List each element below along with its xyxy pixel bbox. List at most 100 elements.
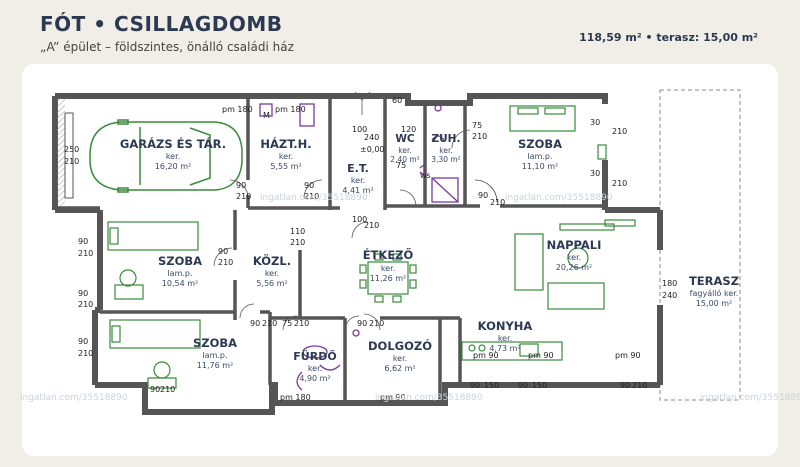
garage-door	[64, 112, 74, 199]
dim-label: 240	[364, 133, 379, 142]
area-summary: 118,59 m² • terasz: 15,00 m²	[579, 31, 758, 44]
room-floor-shower: ker.	[439, 146, 452, 155]
dim-label: 90	[218, 247, 228, 256]
room-area-garage: 16,20 m²	[155, 162, 191, 171]
room-label-hall: KÖZL.	[253, 253, 291, 268]
room-floor-terrace: fagyálló ker.	[690, 288, 739, 298]
terrace-outline	[659, 89, 741, 401]
dim-label: 90	[78, 289, 88, 298]
dim-label: 90	[78, 337, 88, 346]
dim-label: 75	[472, 121, 482, 130]
dim-label: 240	[662, 291, 677, 300]
dim-label: 90	[236, 181, 246, 190]
room-label-utility: HÁZT.H.	[260, 136, 311, 151]
room-label-terrace: TERASZ	[689, 274, 739, 288]
dim-label: 210	[64, 157, 79, 166]
dim-label: 60	[392, 96, 402, 105]
dim-label: 30	[590, 169, 600, 178]
room-label-entry: E.T.	[347, 162, 369, 175]
dim-label: 210	[78, 349, 93, 358]
bed-icon-sw	[109, 319, 201, 389]
watermark: ingatlan.com/35518890	[260, 193, 368, 203]
dim-label: pm 90	[473, 351, 499, 360]
room-floor-entry: ker.	[351, 176, 365, 185]
room-label-bedroom-sw: SZOBA	[193, 336, 237, 350]
room-area-study: 6,62 m²	[384, 364, 415, 373]
dim-label: 75	[282, 319, 292, 328]
room-area-utility: 5,55 m²	[270, 162, 301, 171]
dim-label: pm 180	[280, 393, 311, 402]
dim-label: pm 90	[615, 351, 641, 360]
room-floor-bedroom-w: lam.p.	[167, 269, 192, 278]
dim-label: 210	[632, 381, 647, 390]
room-floor-hall: ker.	[265, 269, 279, 278]
dim-label: 75	[396, 161, 406, 170]
dim-label: 210	[78, 300, 93, 309]
entry-steps	[354, 91, 371, 115]
room-label-shower: ZUH.	[432, 133, 461, 145]
dim-label: 90	[620, 381, 630, 390]
room-label-wc: WC	[395, 133, 415, 145]
dim-label: 210	[236, 192, 251, 201]
room-area-dining: 11,26 m²	[370, 274, 406, 283]
dim-label: 100	[352, 215, 367, 224]
dim-label: 210	[369, 319, 384, 328]
watermark: ingatlan.com/35518890	[20, 393, 128, 403]
dim-label: 90	[78, 237, 88, 246]
bed-icon-w	[107, 221, 199, 300]
dim-label: 100	[352, 125, 367, 134]
bed-icon-ne	[509, 105, 607, 160]
room-area-bedroom-w: 10,54 m²	[162, 279, 198, 288]
page-subtitle: „A” épület – földszintes, önálló családi…	[40, 40, 294, 54]
car-icon	[89, 119, 243, 193]
dim-label: 210	[218, 258, 233, 267]
room-floor-wc: ker.	[398, 146, 411, 155]
dim-label: 210	[472, 132, 487, 141]
dim-label: 150	[484, 381, 499, 390]
room-floor-living: ker.	[567, 253, 581, 262]
dim-label: 210	[304, 192, 319, 201]
dim-label: 120	[401, 125, 416, 134]
dining-table-icon	[359, 253, 417, 303]
room-area-bedroom-ne: 11,10 m²	[522, 162, 558, 171]
dim-label: 210	[612, 127, 627, 136]
room-label-garage: GARÁZS ÉS TÁR.	[120, 136, 226, 151]
dim-label: 250	[64, 145, 79, 154]
room-label-bathroom: FÜRDŐ	[293, 349, 336, 363]
room-floor-bedroom-sw: lam.p.	[202, 351, 227, 360]
room-area-bathroom: 4,90 m²	[299, 374, 330, 383]
garage-hatch	[57, 98, 65, 208]
dim-label: 210	[290, 238, 305, 247]
dim-label: 90	[478, 191, 488, 200]
room-area-entry: 4,41 m²	[342, 186, 373, 195]
dim-label: 90	[518, 381, 528, 390]
m-label: M	[263, 111, 270, 120]
dim-label: pm 90	[528, 351, 554, 360]
dim-label: pm 180	[275, 105, 306, 114]
dim-label: 150	[532, 381, 547, 390]
room-label-bedroom-ne: SZOBA	[518, 137, 562, 151]
room-floor-utility: ker.	[279, 152, 293, 161]
dim-label: 90	[250, 319, 260, 328]
room-floor-bathroom: ker.	[308, 364, 322, 373]
room-area-terrace: 15,00 m²	[696, 299, 732, 308]
room-area-kitchen: 4,73 m²	[489, 344, 520, 353]
dim-label: 90	[304, 181, 314, 190]
ws-label: ws	[420, 171, 431, 180]
dim-label: 210	[294, 319, 309, 328]
dim-label: 210	[612, 179, 627, 188]
dim-label: 90	[357, 319, 367, 328]
dim-label: pm 180	[222, 105, 253, 114]
room-area-living: 20,26 m²	[556, 263, 592, 272]
watermark: ingatlan.com/35518890	[700, 393, 800, 403]
room-floor-garage: ker.	[166, 152, 180, 161]
room-label-bedroom-w: SZOBA	[158, 254, 202, 268]
watermark: ingatlan.com/35518890	[505, 193, 613, 203]
fixtures-icon	[259, 103, 459, 391]
dim-label: 210	[364, 221, 379, 230]
room-label-kitchen: KONYHA	[478, 319, 533, 333]
room-label-study: DOLGOZÓ	[368, 338, 432, 353]
room-floor-kitchen: ker.	[498, 334, 512, 343]
dim-label: 210	[78, 249, 93, 258]
